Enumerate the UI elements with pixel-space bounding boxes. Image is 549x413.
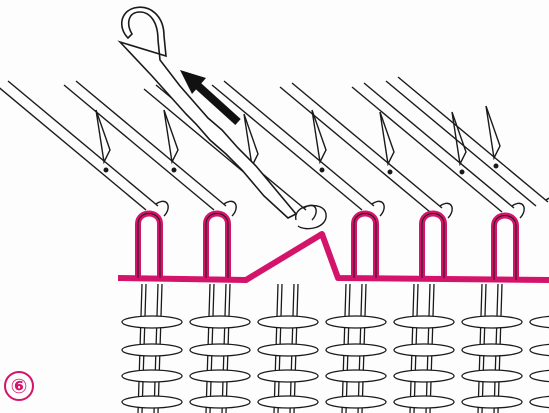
fabric-loop [258, 396, 318, 408]
fabric-loop [258, 344, 318, 356]
needle-rivet [172, 168, 176, 172]
yarn-loop [138, 214, 160, 279]
needle-bar [292, 83, 442, 208]
fabric-loop [122, 344, 182, 356]
needle-rivet [388, 170, 392, 174]
yarn-loop-outline [138, 214, 160, 279]
needle-bar [280, 87, 430, 212]
fabric-loop [394, 370, 454, 382]
fabric-loop [122, 396, 182, 408]
needle-bar [224, 81, 374, 206]
fabric-loop [190, 396, 250, 408]
needle-bar [398, 77, 548, 202]
fabric-loop [258, 370, 318, 382]
fabric-loop [122, 316, 182, 328]
fabric-loop [394, 344, 454, 356]
needle-bar [352, 87, 502, 212]
needle-rivet [460, 170, 464, 174]
fabric-loop [258, 316, 318, 328]
fabric-loop [190, 344, 250, 356]
latch-hook-needle-icon [120, 7, 296, 218]
needle-latch [312, 110, 326, 162]
needle-hook [304, 205, 316, 220]
needle-bar [76, 81, 226, 206]
fabric-loop [394, 396, 454, 408]
needle-bar [386, 81, 536, 206]
needle-bar [8, 81, 158, 206]
needle-rivet [320, 168, 324, 172]
yarn-loop [354, 214, 376, 279]
fabric-loop [122, 370, 182, 382]
fabric-loop [326, 316, 386, 328]
carrier-yarn [118, 234, 549, 280]
yarn-path [118, 205, 549, 280]
needle-bar [0, 85, 146, 210]
needle-rivet [494, 164, 498, 168]
yarn-loop [206, 214, 228, 279]
needle-latch [486, 106, 500, 158]
fabric-loop [530, 396, 549, 408]
yarn-loop-outline [206, 214, 228, 279]
fabric-loop [190, 370, 250, 382]
fabric-loop [326, 370, 386, 382]
fabric-loop [462, 370, 522, 382]
fabric-loop [394, 316, 454, 328]
yarn-loop [494, 216, 516, 281]
yarn-loop-outline [494, 216, 516, 281]
step-number-badge: ⑥ [4, 371, 34, 401]
fabric-loop [326, 396, 386, 408]
needle-rivet [104, 168, 108, 172]
knitted-fabric [122, 284, 549, 413]
yarn-loop [422, 214, 444, 279]
fabric-loop [462, 396, 522, 408]
fabric-loop [530, 370, 549, 382]
transfer-loop [296, 205, 326, 228]
fabric-loop [462, 316, 522, 328]
fabric-loop [530, 316, 549, 328]
needle-latch [164, 110, 178, 162]
fabric-loop [530, 344, 549, 356]
fabric-loop [462, 344, 522, 356]
fabric-loop [190, 316, 250, 328]
fabric-loop [326, 344, 386, 356]
yarn-loop-outline [422, 214, 444, 279]
yarn-loop-outline [354, 214, 376, 279]
